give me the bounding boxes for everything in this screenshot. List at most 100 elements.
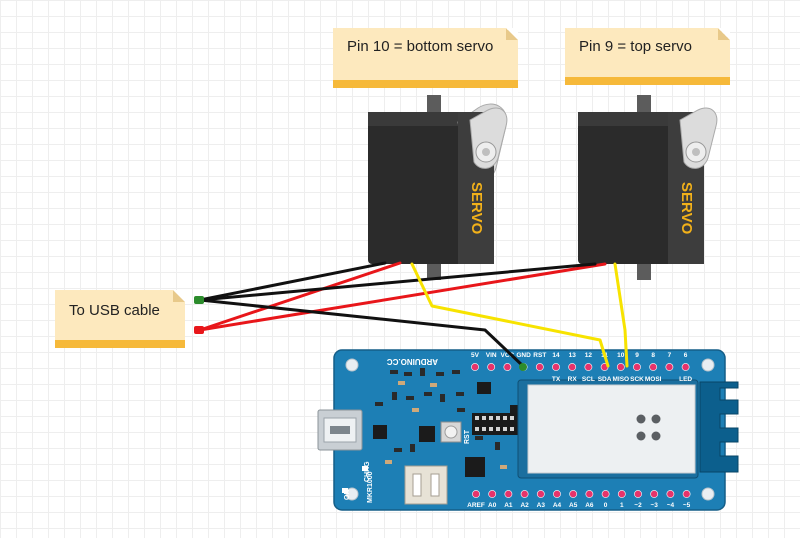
top-pin-pad bbox=[681, 363, 690, 371]
top-pin-label: VIN bbox=[486, 352, 497, 359]
top-pin-function-label: SCK bbox=[630, 376, 644, 383]
bottom-pin-pad bbox=[569, 490, 578, 498]
board-model-label: MKR1000 bbox=[367, 471, 374, 503]
bottom-pin-label: A5 bbox=[569, 502, 578, 509]
bottom-pin-label: A3 bbox=[537, 502, 546, 509]
chip bbox=[419, 426, 435, 442]
black-wire-bottom-servo bbox=[198, 261, 387, 302]
top-pin-function-label: SCL bbox=[582, 376, 595, 383]
usb-ground-terminal bbox=[194, 296, 204, 304]
top-pin-label: VCC bbox=[501, 352, 515, 359]
note-bottom-servo-text: Pin 10 = bottom servo bbox=[347, 38, 494, 55]
bottom-pin-label: 1 bbox=[620, 502, 624, 509]
top-pin-pad bbox=[649, 363, 658, 371]
bottom-servo: SERVO bbox=[368, 95, 508, 280]
note-usb-cable-text: To USB cable bbox=[69, 302, 160, 319]
battery-connector bbox=[404, 465, 448, 505]
bottom-servo-label: SERVO bbox=[468, 182, 485, 235]
bottom-pin-pad bbox=[666, 490, 675, 498]
bottom-pin-label: A0 bbox=[488, 502, 497, 509]
bottom-pin-pad bbox=[617, 490, 626, 498]
top-pin-label: GND bbox=[516, 352, 531, 359]
top-pin-function-label: SDA bbox=[598, 376, 612, 383]
top-pin-label: 8 bbox=[651, 352, 655, 359]
bottom-pin-label: ~2 bbox=[634, 502, 642, 509]
black-wire-to-gnd bbox=[198, 298, 525, 368]
bottom-pin-pad bbox=[650, 490, 659, 498]
bottom-pin-pad bbox=[504, 490, 513, 498]
top-pin-pad bbox=[503, 363, 512, 371]
gnd-pin-connection bbox=[519, 363, 527, 371]
bottom-pin-pad bbox=[520, 490, 529, 498]
yellow-wire-pin9 bbox=[613, 262, 629, 368]
usb-power-terminal bbox=[194, 326, 204, 334]
top-pin-pad bbox=[568, 363, 577, 371]
top-pin-label: 5V bbox=[471, 352, 480, 359]
wires bbox=[198, 261, 629, 368]
bottom-pin-label: AREF bbox=[467, 502, 485, 509]
top-pin-label: 6 bbox=[684, 352, 688, 359]
micro-usb-connector bbox=[317, 409, 363, 451]
top-pin-function-label: MISO bbox=[612, 376, 629, 383]
wifi-module bbox=[517, 379, 699, 479]
top-pin-pad bbox=[471, 363, 479, 371]
top-pin-row bbox=[471, 363, 690, 371]
top-servo-label: SERVO bbox=[678, 182, 695, 235]
top-pin-label: 9 bbox=[635, 352, 639, 359]
top-pin-function-label: RX bbox=[568, 376, 578, 383]
bottom-pin-pad bbox=[585, 490, 594, 498]
bottom-pin-pad bbox=[682, 490, 691, 498]
red-wire-top-servo bbox=[198, 262, 607, 332]
bottom-pin-label: A4 bbox=[553, 502, 562, 509]
note-top-servo-text: Pin 9 = top servo bbox=[579, 38, 692, 55]
bottom-pin-label: A2 bbox=[520, 502, 529, 509]
red-wire-bottom-servo bbox=[198, 261, 402, 332]
chip bbox=[465, 457, 485, 477]
bottom-pin-pad bbox=[634, 490, 642, 498]
chip bbox=[477, 382, 491, 394]
bottom-pin-pad bbox=[488, 490, 497, 498]
top-pin-function-label: LED bbox=[679, 376, 692, 383]
top-pin-label: 7 bbox=[668, 352, 672, 359]
top-pin-label: 14 bbox=[552, 352, 560, 359]
board-on-label: ON bbox=[344, 490, 351, 501]
chrg-led bbox=[362, 466, 368, 471]
chip bbox=[510, 405, 522, 415]
bottom-pin-label: A6 bbox=[585, 502, 594, 509]
top-pin-function-label: TX bbox=[552, 376, 561, 383]
note-usb-cable: To USB cable bbox=[55, 290, 185, 348]
top-pin-pad bbox=[633, 363, 641, 371]
top-pin-pad bbox=[616, 363, 625, 371]
bottom-pin-row bbox=[472, 490, 691, 498]
yellow-wire-pin10 bbox=[410, 262, 610, 368]
board-chrg-label: CHRG bbox=[364, 461, 371, 482]
note-bottom-servo: Pin 10 = bottom servo bbox=[333, 28, 518, 88]
top-pin-label: 13 bbox=[569, 352, 577, 359]
bottom-pin-label: A1 bbox=[504, 502, 513, 509]
top-pin-function-label: MOSI bbox=[645, 376, 662, 383]
board-brand-label: ARDUINO.CC bbox=[387, 357, 438, 366]
top-pin-pad bbox=[584, 363, 593, 371]
chip bbox=[373, 425, 387, 439]
bottom-pin-pad bbox=[601, 490, 610, 498]
top-pin-label: 10 bbox=[617, 352, 625, 359]
top-pin-label: RST bbox=[533, 352, 546, 359]
wifi-antenna bbox=[699, 381, 739, 473]
programming-header bbox=[472, 413, 518, 435]
bottom-pin-pad bbox=[472, 490, 480, 498]
bottom-pin-label: ~3 bbox=[650, 502, 658, 509]
bottom-pin-label: ~4 bbox=[667, 502, 675, 509]
note-top-servo: Pin 9 = top servo bbox=[565, 28, 730, 85]
black-wire-top-servo bbox=[198, 262, 597, 302]
smd-components bbox=[375, 368, 500, 452]
bottom-pin-label: ~5 bbox=[683, 502, 691, 509]
bottom-pin-label: 0 bbox=[604, 502, 608, 509]
top-pin-pad bbox=[535, 363, 544, 371]
top-servo: SERVO bbox=[578, 95, 718, 280]
on-led bbox=[342, 488, 348, 493]
top-pin-pad bbox=[487, 363, 496, 371]
top-pin-label: 12 bbox=[585, 352, 593, 359]
